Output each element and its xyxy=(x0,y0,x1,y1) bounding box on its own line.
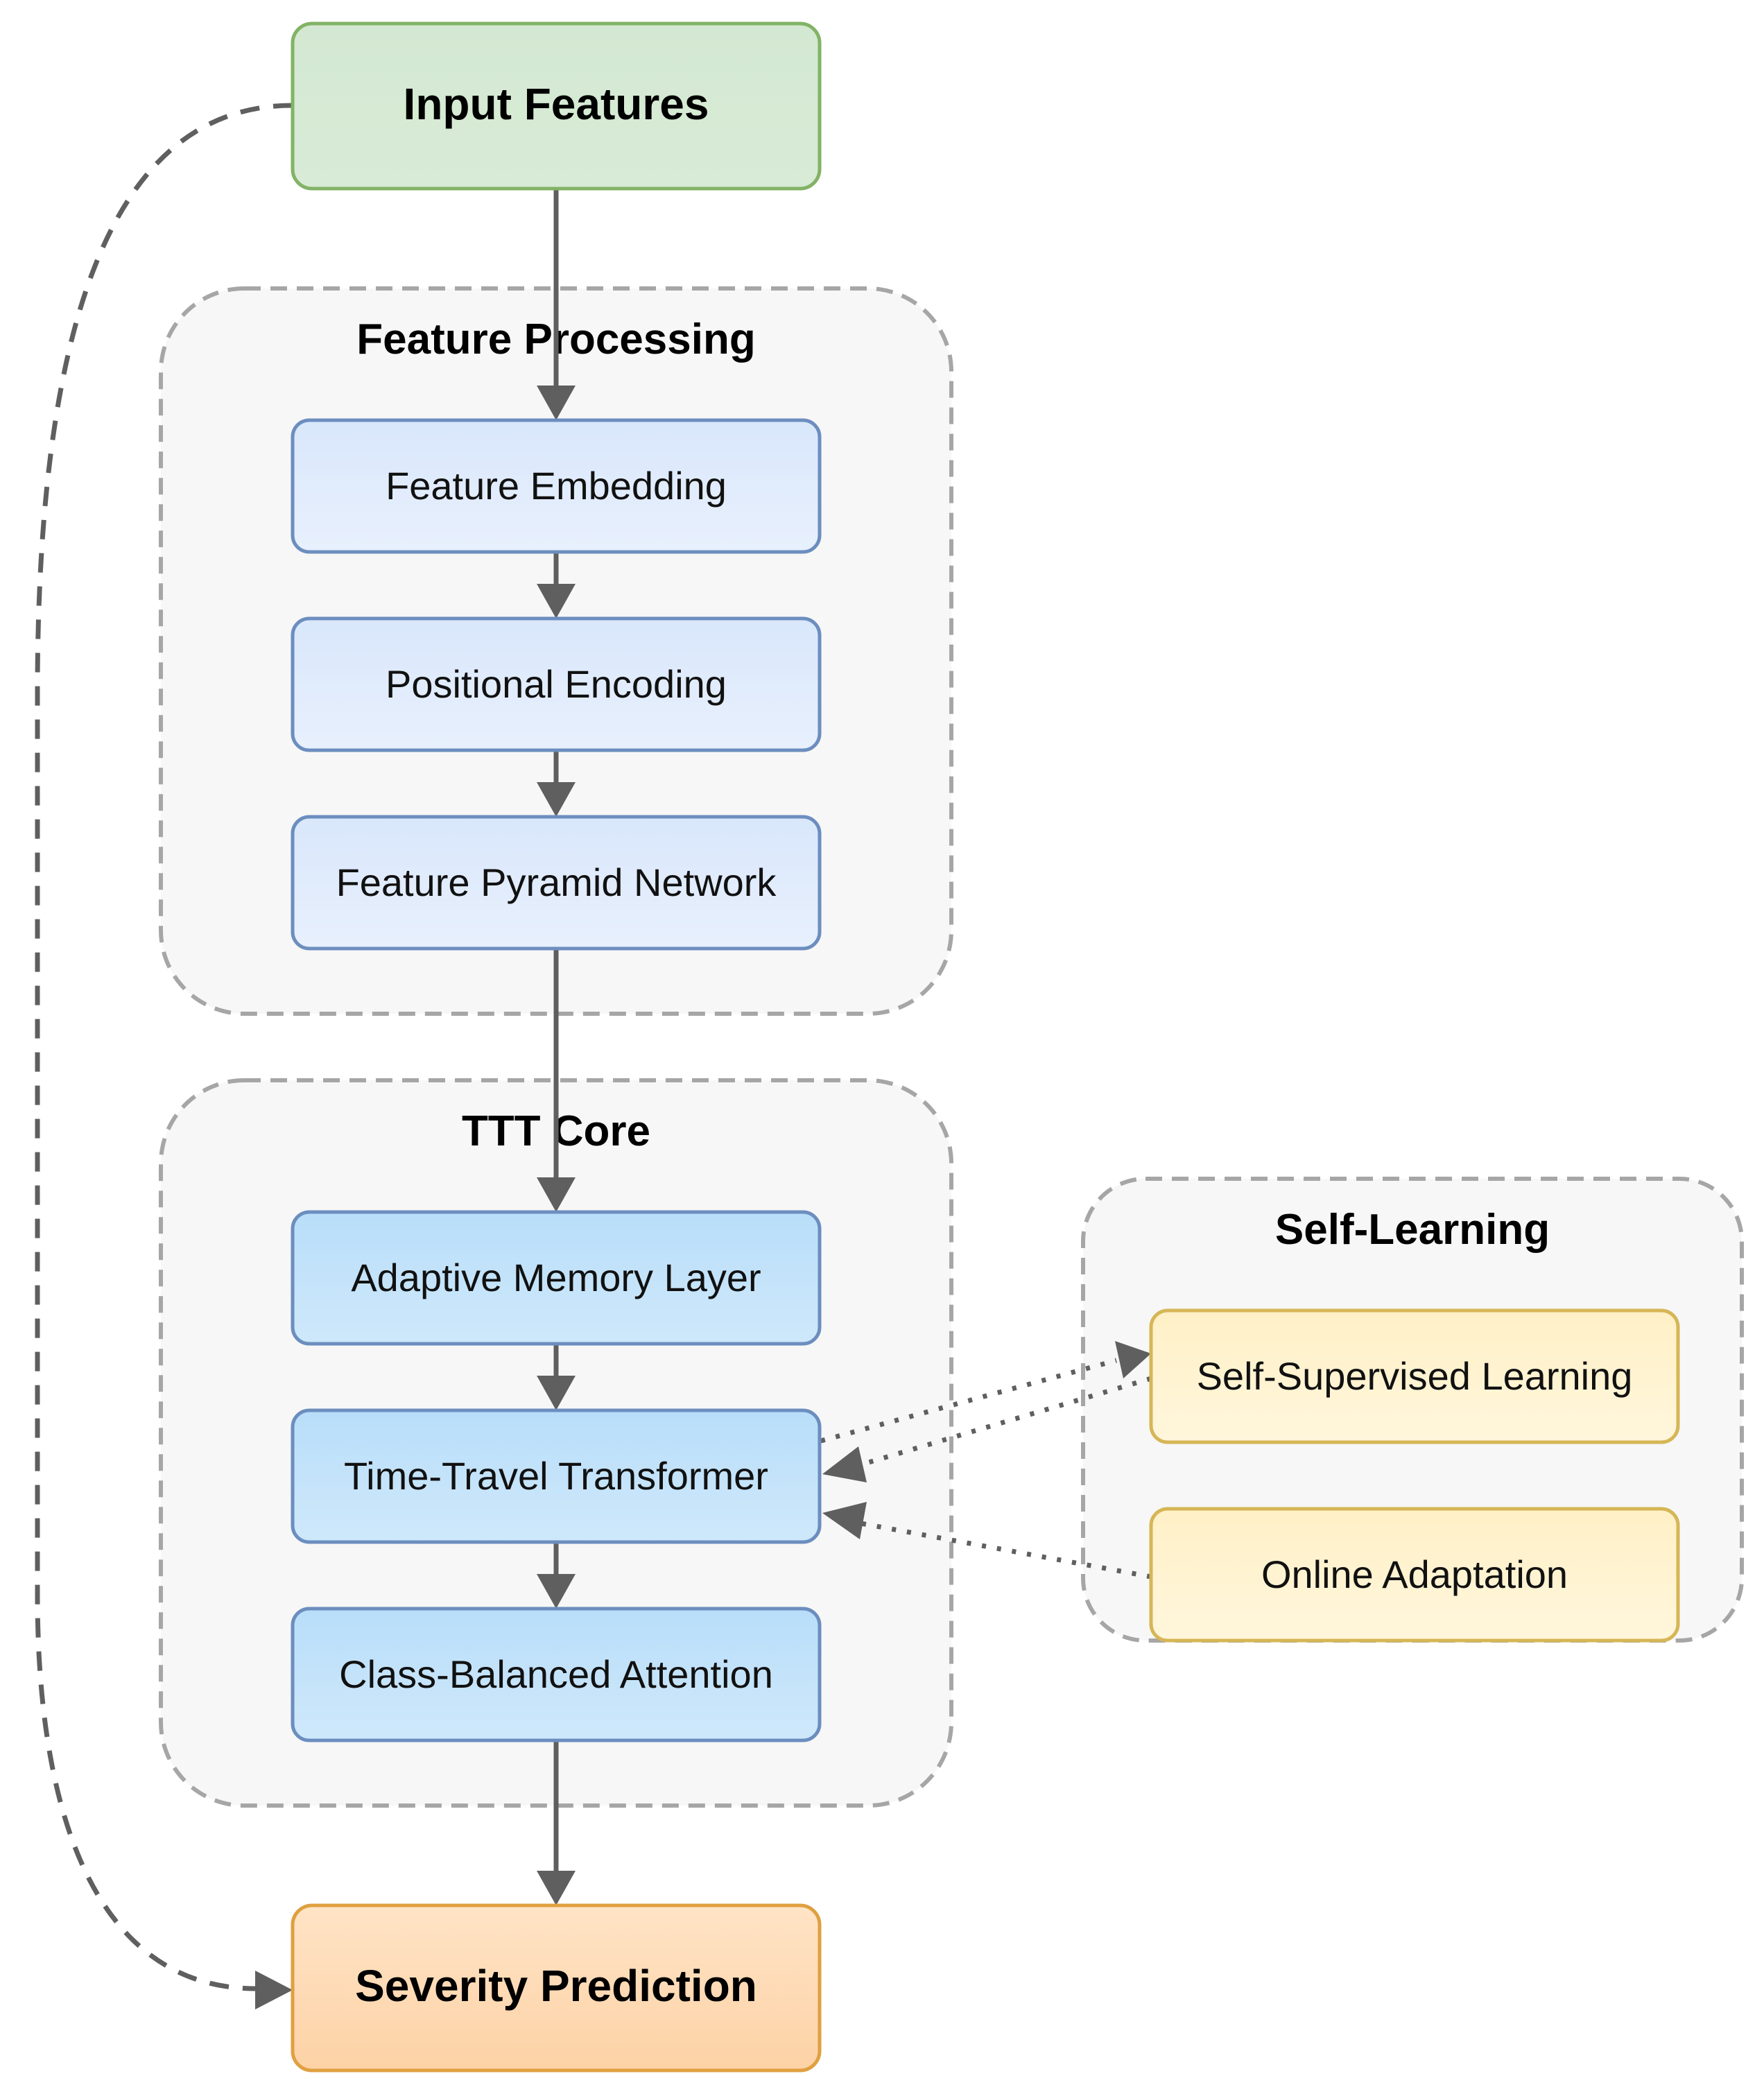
node-class-balanced-attention[interactable]: Class-Balanced Attention xyxy=(291,1607,822,1742)
edge-self-supervised-to-transformer xyxy=(856,1376,1152,1469)
arrowhead-pyramid xyxy=(537,782,576,817)
arrowhead-transformer-from-ssl xyxy=(822,1446,867,1482)
edge-input-to-severity-skip xyxy=(35,103,293,1991)
arrowhead-attention xyxy=(537,1574,576,1609)
class-balanced-attention-box[interactable] xyxy=(291,1607,822,1742)
self-learning-connectors xyxy=(820,1341,1152,1580)
node-self-supervised-learning[interactable]: Self-Supervised Learning xyxy=(1149,1308,1680,1444)
node-feature-embedding[interactable]: Feature Embedding xyxy=(291,418,822,554)
flow-connectors xyxy=(537,189,576,1905)
online-adaptation-label: Online Adaptation xyxy=(1261,1552,1568,1596)
time-travel-transformer-box[interactable] xyxy=(291,1408,822,1544)
skip-connection xyxy=(35,103,293,2009)
edge-transformer-to-self-supervised xyxy=(820,1358,1117,1444)
arrowhead-memory xyxy=(537,1177,576,1212)
positional-encoding-box[interactable] xyxy=(291,616,822,752)
severity-prediction-box[interactable] xyxy=(291,1903,822,2073)
online-adaptation-box[interactable] xyxy=(1149,1507,1680,1643)
input-features-box[interactable] xyxy=(291,21,822,191)
self-supervised-learning-box[interactable] xyxy=(1149,1308,1680,1444)
positional-encoding-label: Positional Encoding xyxy=(386,662,727,706)
self-learning-title: Self-Learning xyxy=(1275,1206,1550,1254)
adaptive-memory-layer-box[interactable] xyxy=(291,1210,822,1346)
class-balanced-attention-label: Class-Balanced Attention xyxy=(339,1652,773,1696)
node-time-travel-transformer[interactable]: Time-Travel Transformer xyxy=(291,1408,822,1544)
feature-embedding-label: Feature Embedding xyxy=(386,464,727,508)
node-positional-encoding[interactable]: Positional Encoding xyxy=(291,616,822,752)
time-travel-transformer-label: Time-Travel Transformer xyxy=(344,1454,768,1498)
arrowhead-transformer-from-online xyxy=(822,1502,867,1539)
arrowhead-self-supervised xyxy=(1115,1341,1151,1378)
node-adaptive-memory-layer[interactable]: Adaptive Memory Layer xyxy=(291,1210,822,1346)
node-online-adaptation[interactable]: Online Adaptation xyxy=(1149,1507,1680,1643)
node-feature-pyramid-network[interactable]: Feature Pyramid Network xyxy=(291,815,822,951)
node-severity-prediction[interactable]: Severity Prediction xyxy=(291,1903,822,2073)
feature-pyramid-network-label: Feature Pyramid Network xyxy=(336,860,777,904)
self-supervised-learning-label: Self-Supervised Learning xyxy=(1197,1354,1633,1398)
arrowhead-positional xyxy=(537,584,576,618)
arrowhead-skip xyxy=(255,1971,293,2009)
severity-prediction-label: Severity Prediction xyxy=(355,1961,757,2011)
arrowhead-severity xyxy=(537,1871,576,1905)
adaptive-memory-layer-label: Adaptive Memory Layer xyxy=(351,1256,761,1299)
arrowhead-transformer xyxy=(537,1376,576,1410)
feature-embedding-box[interactable] xyxy=(291,418,822,554)
input-features-label: Input Features xyxy=(404,79,709,129)
edge-online-adaptation-to-transformer xyxy=(856,1520,1152,1580)
feature-pyramid-network-box[interactable] xyxy=(291,815,822,951)
arrowhead-embedding xyxy=(537,386,576,420)
node-input-features[interactable]: Input Features xyxy=(291,21,822,191)
